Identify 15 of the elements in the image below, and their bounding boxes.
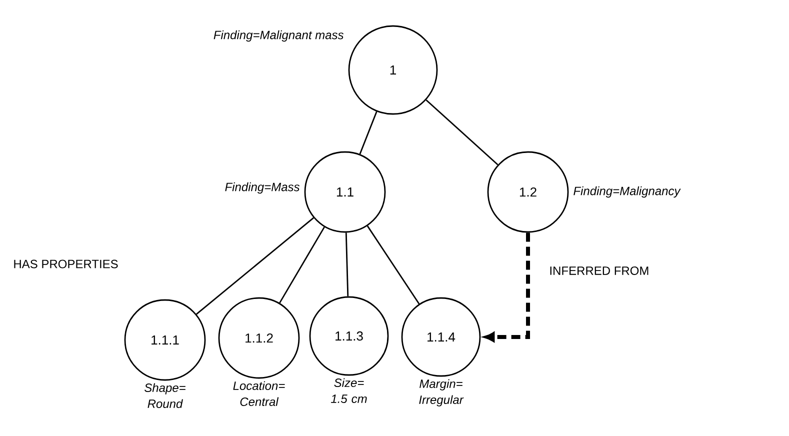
connector: [196, 217, 314, 315]
edge-label: INFERRED FROM: [550, 266, 648, 275]
finding-label: Finding=Malignancy: [574, 186, 681, 198]
connector: [345, 232, 349, 296]
connector: [359, 111, 378, 154]
finding-label: Location= Central: [233, 381, 285, 406]
finding-label: Finding=Malignant mass: [214, 30, 344, 42]
connector: [426, 99, 498, 166]
finding-label: Finding=Mass: [225, 182, 300, 194]
finding-label: Shape= Round: [144, 383, 186, 408]
finding-label: Size= 1.5 cm: [330, 378, 367, 403]
finding-label: Margin= Irregular: [419, 379, 464, 406]
connector: [279, 226, 325, 304]
connector: [366, 226, 420, 304]
relation-label: HAS PROPERTIES: [14, 260, 118, 268]
